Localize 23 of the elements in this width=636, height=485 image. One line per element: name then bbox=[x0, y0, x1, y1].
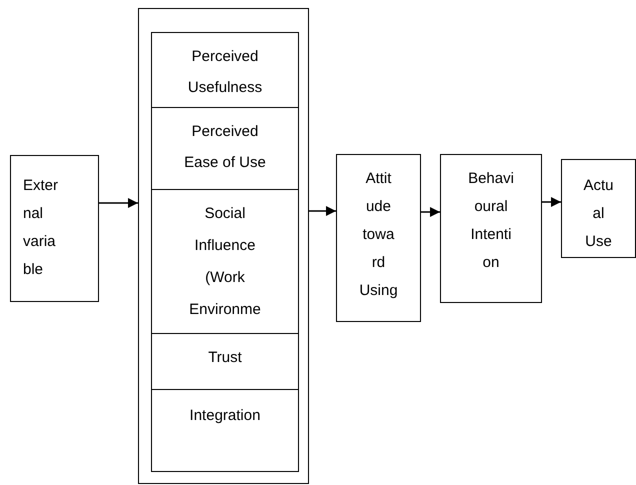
concept-box bbox=[151, 333, 299, 390]
concept-box bbox=[561, 159, 636, 258]
arrow bbox=[99, 198, 138, 208]
box-label: Behavi oural Intenti on bbox=[468, 169, 514, 273]
arrow bbox=[421, 207, 440, 217]
box-label: Attit ude towa rd Using bbox=[359, 169, 398, 301]
box-label: Actu al Use bbox=[583, 176, 614, 252]
box-label: Integration bbox=[188, 406, 262, 426]
arrow bbox=[309, 206, 336, 216]
arrow bbox=[542, 197, 561, 207]
concept-box bbox=[151, 32, 299, 108]
box-label: Trust bbox=[207, 348, 243, 368]
concept-box bbox=[151, 107, 299, 190]
box-label: Social Influence (Work Environme bbox=[189, 204, 261, 320]
box-label: Perceived Usefulness bbox=[186, 47, 264, 98]
concept-box bbox=[440, 154, 542, 303]
group-box bbox=[138, 8, 309, 484]
concept-box bbox=[151, 389, 299, 472]
concept-box bbox=[151, 189, 299, 334]
concept-box bbox=[10, 155, 99, 302]
concept-box bbox=[336, 154, 421, 322]
box-label: Perceived Ease of Use bbox=[183, 122, 267, 173]
box-label: Exter nal varia ble bbox=[23, 176, 58, 280]
